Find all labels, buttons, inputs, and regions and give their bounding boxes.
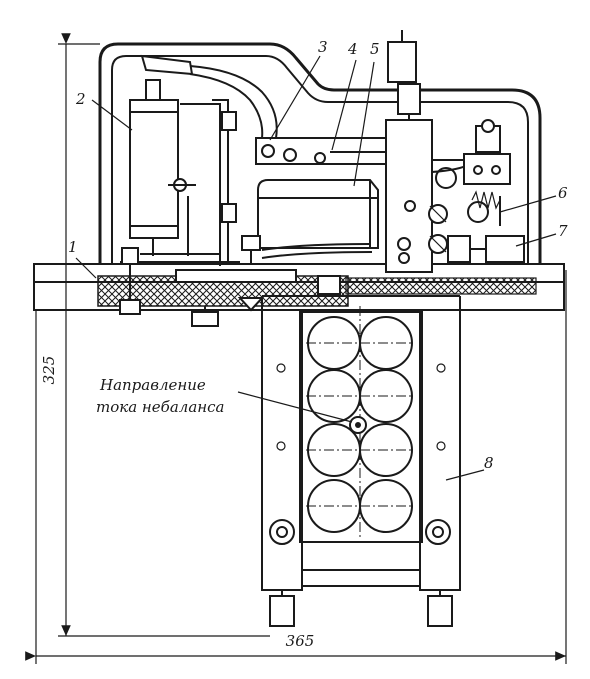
base-plate bbox=[33, 263, 565, 311]
contact-terminal-upper bbox=[463, 119, 511, 185]
cover-housing bbox=[98, 42, 542, 272]
dimension-lines bbox=[25, 33, 567, 664]
dimension-width: 365 bbox=[286, 632, 315, 650]
label-leaders bbox=[75, 55, 557, 481]
coil-assembly bbox=[129, 79, 196, 256]
label-1: 1 bbox=[68, 238, 78, 256]
contact-block bbox=[447, 235, 525, 263]
magnet-block bbox=[257, 179, 379, 249]
mounting-bolt-center bbox=[191, 235, 265, 327]
annotation-direction: Направление bbox=[99, 376, 206, 394]
label-5: 5 bbox=[370, 40, 380, 58]
label-2: 2 bbox=[75, 90, 86, 108]
dimension-height: 325 bbox=[40, 356, 58, 385]
contact-mechanism bbox=[385, 30, 471, 273]
label-4: 4 bbox=[347, 40, 358, 58]
label-3: 3 bbox=[318, 38, 328, 56]
conductor-bundle bbox=[306, 306, 414, 540]
coil-frame bbox=[120, 99, 240, 266]
busbar-connection bbox=[261, 243, 373, 295]
label-6: 6 bbox=[558, 184, 568, 202]
label-8: 8 bbox=[484, 454, 494, 472]
mounting-bolt-left bbox=[119, 247, 141, 315]
annotation-leader bbox=[237, 391, 353, 423]
label-7: 7 bbox=[558, 222, 568, 240]
spring-assembly bbox=[467, 190, 501, 226]
annotation-unbalance-current: тока небаланса bbox=[96, 398, 225, 416]
armature-lever bbox=[140, 54, 391, 165]
current-transformer bbox=[261, 295, 461, 627]
